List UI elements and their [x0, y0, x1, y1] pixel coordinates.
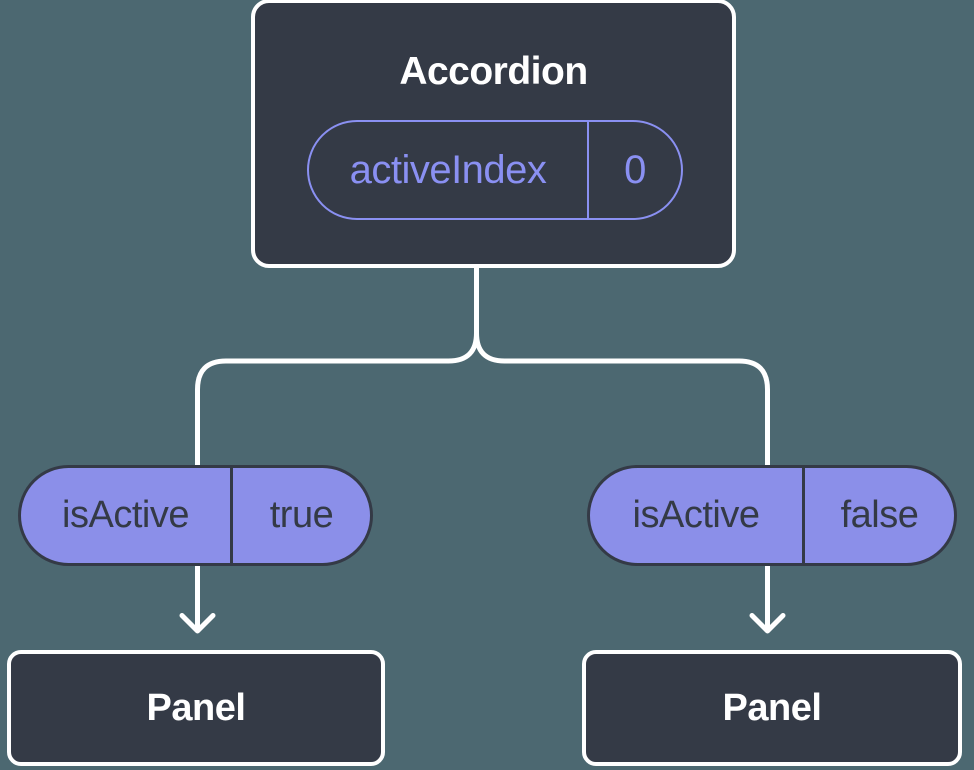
- prop-pill-left: isActive true: [18, 465, 373, 566]
- state-pill: activeIndex 0: [307, 120, 683, 220]
- state-value: 0: [624, 147, 646, 192]
- prop-value-right: false: [840, 494, 919, 536]
- tree-branch-right-line: [474, 330, 770, 630]
- panel-node-right: Panel: [582, 650, 962, 766]
- tree-branch-left-line: [195, 330, 479, 630]
- prop-name-left: isActive: [62, 494, 189, 536]
- state-pill-divider: [587, 122, 589, 218]
- accordion-node: Accordion activeIndex 0: [251, 0, 736, 268]
- prop-pill-right-divider: [802, 468, 805, 563]
- accordion-node-title: Accordion: [399, 50, 588, 93]
- panel-node-left: Panel: [7, 650, 385, 766]
- state-name: activeIndex: [349, 147, 547, 192]
- prop-value-left: true: [269, 494, 334, 536]
- prop-pill-right: isActive false: [587, 465, 957, 566]
- prop-pill-left-divider: [230, 468, 233, 563]
- down-arrow-left-icon: [179, 613, 216, 634]
- down-arrow-right-icon: [749, 613, 786, 634]
- prop-name-right: isActive: [632, 494, 760, 536]
